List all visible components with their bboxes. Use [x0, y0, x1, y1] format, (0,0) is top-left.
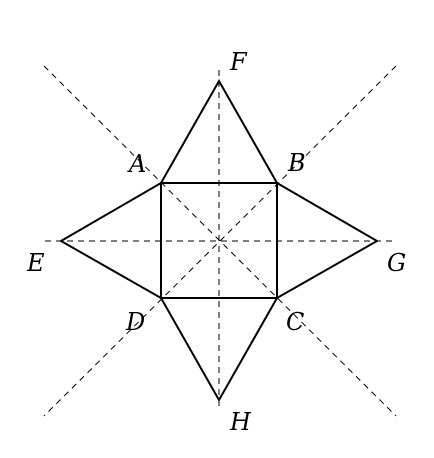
label-a: A — [127, 150, 146, 178]
triangle-bcg — [276, 182, 380, 299]
label-d: D — [125, 308, 145, 336]
vertex-labels: A B C D E F G H — [26, 48, 406, 436]
triangle-dae — [58, 182, 162, 299]
label-c: C — [286, 308, 304, 336]
label-h: H — [229, 408, 252, 436]
label-e: E — [26, 249, 45, 277]
label-g: G — [387, 249, 406, 277]
solid-figure — [58, 78, 380, 403]
triangle-abf — [160, 78, 278, 184]
dashed-construction-lines — [43, 65, 397, 417]
triangle-cdh — [160, 297, 278, 403]
label-f: F — [229, 48, 248, 76]
diagonal-line-nw-se — [43, 65, 397, 417]
label-b: B — [287, 149, 306, 177]
diagonal-line-ne-sw — [43, 65, 397, 417]
